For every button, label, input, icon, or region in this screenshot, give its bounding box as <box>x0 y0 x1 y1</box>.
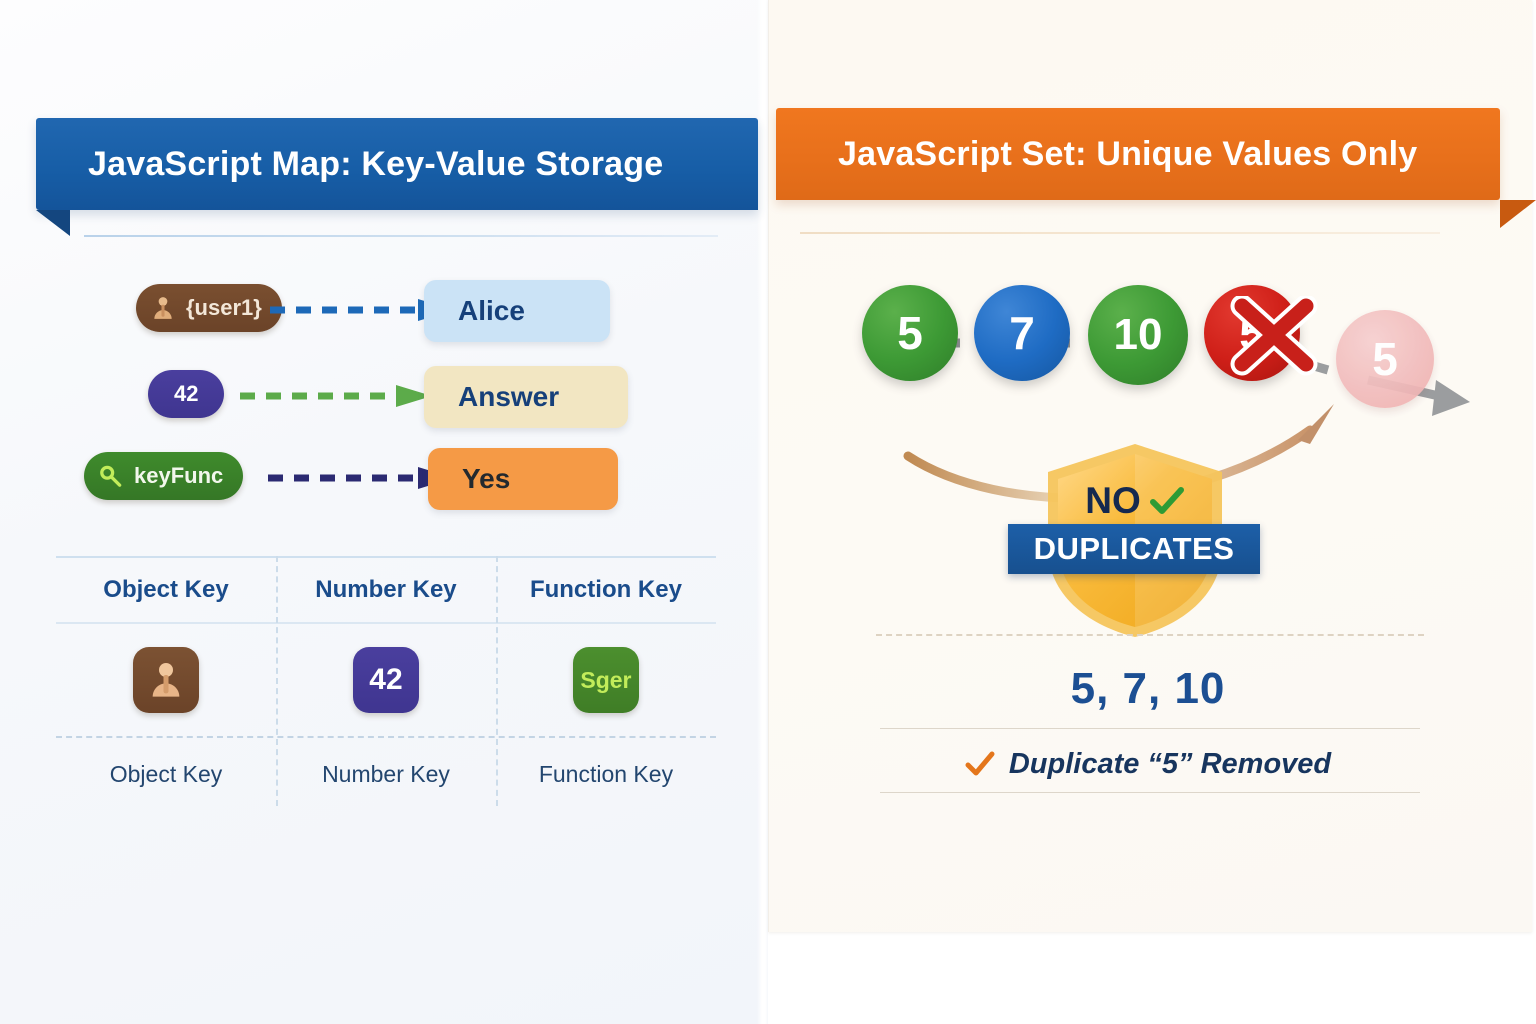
set-circle-label: 7 <box>1009 307 1035 359</box>
key-pill-number-label: 42 <box>174 381 199 406</box>
key-icon <box>100 465 122 487</box>
table-rule-mid <box>56 622 716 624</box>
key-pill-object[interactable]: {user1} <box>136 284 282 332</box>
table-footer-function: Function Key <box>538 760 674 787</box>
table-header-row: Object Key Number Key Function Key <box>56 558 716 622</box>
table-footer-object: Object Key <box>109 760 223 787</box>
map-header-rule <box>84 235 718 237</box>
shield-no-text: NO <box>1085 480 1141 521</box>
map-row-function: keyFunc Yes <box>0 448 768 520</box>
map-title-text: JavaScript Map: Key-Value Storage <box>88 144 664 183</box>
value-yes-label: Yes <box>462 463 511 494</box>
panel-divider <box>757 0 769 1024</box>
connector-arrow-2 <box>240 385 432 407</box>
set-circle-label: 5 <box>897 307 923 359</box>
set-circle-7[interactable]: 7 <box>974 285 1070 381</box>
value-box-answer[interactable]: Answer <box>424 366 628 428</box>
key-types-table: Object Key Number Key Function Key 42 <box>56 556 716 810</box>
table-cell-number-badge: 42 <box>276 624 496 736</box>
badge-object-key[interactable] <box>132 647 199 713</box>
duplicate-removed-note: Duplicate “5” Removed <box>888 738 1408 790</box>
set-title-banner: JavaScript Set: Unique Values Only <box>776 108 1536 228</box>
map-row-number: 42 Answer <box>0 366 768 438</box>
result-sep-top <box>880 728 1420 729</box>
key-pill-function[interactable]: keyFunc <box>84 452 244 500</box>
badge-function-label: Sger <box>580 666 632 693</box>
key-pill-number[interactable]: 42 <box>148 370 225 418</box>
cross-out-icon <box>1230 296 1318 376</box>
duplicate-removed-text: Duplicate “5” Removed <box>1008 747 1332 780</box>
table-badge-row: 42 Sger <box>56 624 716 736</box>
set-circle-10[interactable]: 10 <box>1088 285 1188 385</box>
value-box-yes[interactable]: Yes <box>428 448 618 510</box>
result-dashed-sep <box>876 634 1424 636</box>
set-circle-label: 5 <box>1372 333 1398 385</box>
set-circle-5-first[interactable]: 5 <box>862 285 958 381</box>
table-header-object: Object Key <box>103 576 229 603</box>
badge-number-label: 42 <box>369 663 403 696</box>
map-title-banner: JavaScript Map: Key-Value Storage <box>36 118 758 236</box>
checkmark-icon <box>965 751 995 776</box>
table-footer-number: Number Key <box>322 760 450 787</box>
map-row-object: {user1} Alice <box>0 280 768 352</box>
shield-duplicates-banner: DUPLICATES <box>1008 524 1260 574</box>
set-circle-label: 10 <box>1113 310 1163 359</box>
badge-number-key[interactable]: 42 <box>352 647 419 713</box>
table-vsep-2 <box>496 556 498 806</box>
shield-no-row: NO <box>1040 478 1230 524</box>
table-header-number: Number Key <box>315 576 457 603</box>
set-circle-5-removed[interactable]: 5 <box>1336 310 1434 408</box>
person-icon <box>152 663 180 697</box>
shield-duplicates-text: DUPLICATES <box>1033 531 1235 566</box>
set-title-text: JavaScript Set: Unique Values Only <box>838 134 1418 173</box>
value-box-alice[interactable]: Alice <box>424 280 610 342</box>
key-pill-object-label: {user1} <box>186 295 262 320</box>
table-vsep-1 <box>276 556 278 806</box>
value-answer-label: Answer <box>458 381 560 412</box>
key-pill-function-label: keyFunc <box>134 463 224 488</box>
table-rule-dashed <box>56 736 716 738</box>
table-footer-row: Object Key Number Key Function Key <box>56 738 716 810</box>
set-header-rule <box>800 232 1440 234</box>
person-icon <box>154 297 172 319</box>
badge-function-key[interactable]: Sger <box>572 647 639 713</box>
table-rule-top <box>56 556 716 558</box>
table-cell-function-badge: Sger <box>496 624 716 736</box>
result-sep-bottom <box>880 792 1420 793</box>
value-alice-label: Alice <box>458 295 525 326</box>
set-result-values: 5, 7, 10 <box>1070 664 1226 713</box>
checkmark-icon <box>1149 487 1184 514</box>
table-header-function: Function Key <box>529 576 682 603</box>
table-cell-object-badge <box>56 624 276 736</box>
